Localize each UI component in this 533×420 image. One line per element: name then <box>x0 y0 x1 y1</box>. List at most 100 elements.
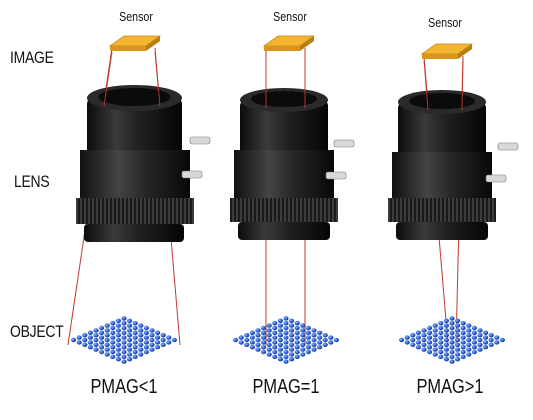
lens-screw <box>189 136 211 145</box>
object-dot <box>93 333 99 338</box>
object-dot <box>132 325 138 331</box>
object-dot <box>289 347 295 352</box>
object-dot <box>438 349 444 355</box>
object-dot <box>277 318 283 323</box>
lens-barrel-top <box>87 98 182 156</box>
object-dot <box>449 330 455 335</box>
ray-line <box>103 51 113 107</box>
object-dot <box>76 340 82 345</box>
object-dot <box>238 340 244 345</box>
object-dot <box>432 328 438 333</box>
object-dot <box>300 347 306 352</box>
object-dot <box>477 347 483 352</box>
row-label-lens: LENS <box>14 172 50 191</box>
object-dot <box>143 340 149 345</box>
object-dot <box>300 342 306 347</box>
object-dot <box>149 333 155 338</box>
object-dot <box>255 342 261 347</box>
object-dot <box>317 345 323 350</box>
object-dot <box>266 347 272 352</box>
object-dot <box>322 333 328 338</box>
object-dot <box>277 342 283 347</box>
sensor-chip-side <box>458 44 472 59</box>
object-dot <box>143 349 149 355</box>
object-dot <box>438 354 444 359</box>
object-dot <box>132 330 138 335</box>
object-dot <box>317 335 323 340</box>
object-dot <box>488 333 494 338</box>
object-dot <box>138 328 144 333</box>
object-dot <box>143 325 149 331</box>
object-dot <box>449 359 455 364</box>
object-dot <box>261 330 267 335</box>
object-dot <box>294 354 300 359</box>
object-dot <box>132 345 138 350</box>
object-dot <box>438 335 444 340</box>
object-dot <box>255 347 261 352</box>
object-dot <box>87 345 93 350</box>
object-dot <box>255 337 261 343</box>
object-dot <box>289 337 295 343</box>
object-dot <box>283 354 289 359</box>
object-dot <box>127 352 133 357</box>
object-dot <box>449 316 455 321</box>
object-dot <box>305 340 311 345</box>
object-dot <box>483 330 489 335</box>
object-dot <box>427 330 433 335</box>
object-dot <box>471 325 477 331</box>
object-dot <box>294 349 300 355</box>
object-dot <box>143 330 149 335</box>
object-dot <box>483 335 489 340</box>
object-dot <box>127 333 133 338</box>
object-dot <box>449 349 455 355</box>
object-dot <box>421 333 427 338</box>
object-dot <box>283 335 289 340</box>
object-dot <box>443 357 449 362</box>
object-dot <box>289 357 295 362</box>
object-dot <box>272 321 278 326</box>
object-dot <box>110 321 116 326</box>
object-dot <box>410 333 416 338</box>
object-dot <box>466 337 472 343</box>
object-dot <box>238 335 244 340</box>
object-dot <box>494 335 500 340</box>
object-dot <box>104 323 110 328</box>
object-dot <box>399 337 405 343</box>
object-dot <box>87 340 93 345</box>
object-dot <box>455 347 461 352</box>
object-dot <box>261 325 267 331</box>
object-dot <box>460 349 466 355</box>
row-label-image: IMAGE <box>10 48 54 67</box>
object-dot <box>249 340 255 345</box>
object-dot <box>289 342 295 347</box>
object-dot <box>249 345 255 350</box>
object-dot <box>132 335 138 340</box>
object-dot <box>294 325 300 331</box>
object-dot <box>160 333 166 338</box>
object-dot <box>266 342 272 347</box>
case-label-pmag-less-1: PMAG<1 <box>90 376 158 398</box>
object-dot <box>104 347 110 352</box>
sensor-chip-side <box>264 46 300 51</box>
object-dot <box>233 337 239 343</box>
object-dot <box>155 335 161 340</box>
object-dot <box>82 333 88 338</box>
object-dot <box>149 337 155 343</box>
object-dot <box>443 328 449 333</box>
object-dot <box>449 321 455 326</box>
object-dot <box>272 340 278 345</box>
object-dot <box>244 337 250 343</box>
object-dot <box>466 352 472 357</box>
object-dot <box>432 337 438 343</box>
sensor-chip-side <box>146 36 160 51</box>
object-dot <box>121 330 127 335</box>
object-dot <box>138 323 144 328</box>
lens-barrel-bottom <box>238 222 330 240</box>
object-dot <box>477 333 483 338</box>
object-dot <box>477 328 483 333</box>
object-dot <box>283 345 289 350</box>
object-dot <box>104 342 110 347</box>
object-dot <box>266 337 272 343</box>
object-dot <box>82 342 88 347</box>
object-dot <box>421 347 427 352</box>
